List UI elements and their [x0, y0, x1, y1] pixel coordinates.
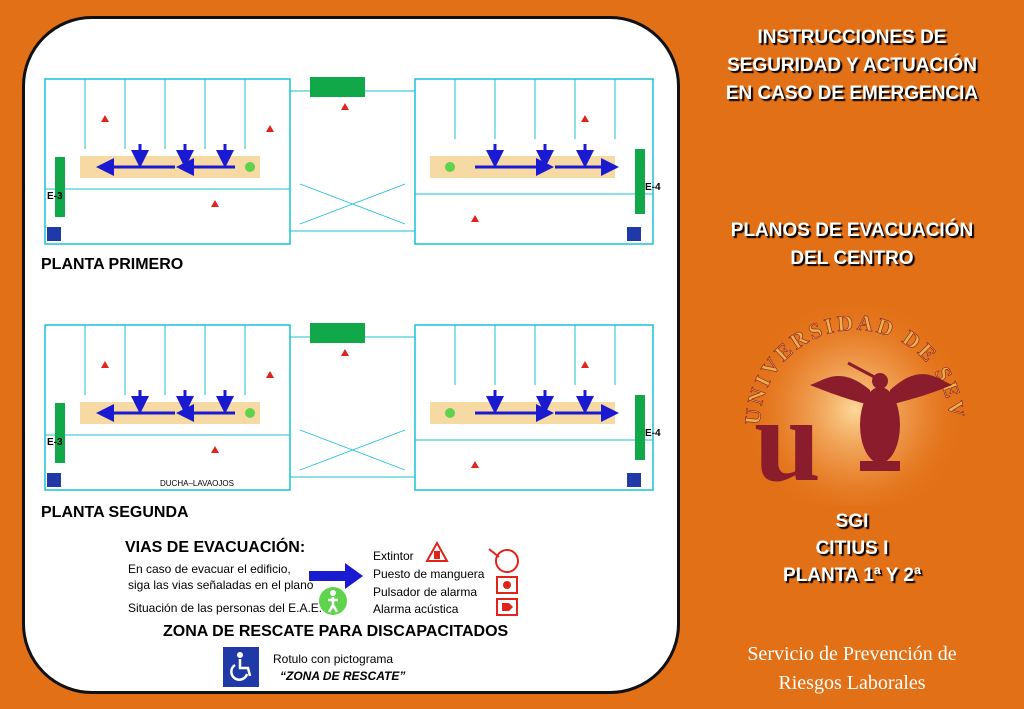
- plan-first-extinguisher-3-icon: [471, 215, 479, 222]
- plan-second-extinguisher-0-icon: [101, 361, 109, 368]
- plan-first-label-e3: E-3: [47, 191, 63, 202]
- plan-first-hall-cross-2: [299, 183, 406, 225]
- plan-shower-label: DUCHA–LAVAOJOS: [160, 479, 234, 488]
- plan-first-stairs-right: [635, 149, 645, 214]
- extinguisher-icon: [425, 540, 449, 562]
- plan-second-extinguisher-2-icon: [341, 349, 349, 356]
- plan-second-person-left-icon: [245, 408, 255, 418]
- main-title-line-1: INSTRUCCIONES DE: [757, 27, 947, 48]
- legend-extintor: Extintor: [373, 549, 414, 563]
- legend-title: VIAS DE EVACUACIÓN:: [125, 539, 306, 556]
- plan-first-extinguisher-0-icon: [101, 115, 109, 122]
- acoustic-alarm-icon: [496, 598, 518, 616]
- service-name: Servicio de Prevención de Riesgos Labora…: [690, 640, 1014, 698]
- plan-first-extinguisher-5-icon: [266, 125, 274, 132]
- plan-second-label-e3: E-3: [47, 437, 63, 448]
- plan-first-person-right-icon: [445, 162, 455, 172]
- alarm-button-icon: [496, 576, 518, 594]
- plan-second-stairs-right: [635, 395, 645, 460]
- plan-second-label-e4: E-4: [645, 428, 661, 439]
- plan-first-stairs-center: [310, 77, 365, 97]
- rotulo-line-1: Rotulo con pictograma: [273, 652, 394, 666]
- plan-first-rescue-right-icon: [627, 227, 641, 241]
- plan-second-rescue-right-icon: [627, 473, 641, 487]
- university-logo: UNIVERSIDAD DE SEVILLA u: [730, 285, 970, 505]
- info-column: INSTRUCCIONES DE SEGURIDAD Y ACTUACIÓN E…: [690, 0, 1024, 709]
- plan-second-extinguisher-5-icon: [266, 371, 274, 378]
- plan-second-person-right-icon: [445, 408, 455, 418]
- floor-label-first: PLANTA PRIMERO: [41, 256, 184, 273]
- accessibility-icon: [223, 647, 259, 687]
- plan-first-extinguisher-1-icon: [211, 200, 219, 207]
- building-info: SGI CITIUS I PLANTA 1ª Y 2ª: [690, 508, 1014, 589]
- rotulo-line-2: “ZONA DE RESCATE”: [280, 669, 406, 683]
- plan-second-extinguisher-1-icon: [211, 446, 219, 453]
- legend-instruction-1: En caso de evacuar el edificio,: [128, 562, 291, 576]
- building-floors: PLANTA 1ª Y 2ª: [783, 565, 921, 586]
- plans-subtitle: PLANOS DE EVACUACIÓN DEL CENTRO: [690, 217, 1014, 273]
- building-name: CITIUS I: [815, 538, 889, 559]
- fire-equipment-icons: [488, 548, 519, 616]
- legend-instruction-2: siga las vias señaladas en el plano: [128, 578, 314, 592]
- plan-first-stairs-left: [55, 157, 65, 217]
- rescue-zone-title: ZONA DE RESCATE PARA DISCAPACITADOS: [163, 623, 509, 640]
- plan-first-person-left-icon: [245, 162, 255, 172]
- logo-letter: u: [754, 373, 821, 505]
- service-line-1: Servicio de Prevención de: [747, 643, 957, 665]
- plan-second-extinguisher-4-icon: [581, 361, 589, 368]
- main-title: INSTRUCCIONES DE SEGURIDAD Y ACTUACIÓN E…: [690, 24, 1014, 108]
- legend-manguera: Puesto de manguera: [373, 567, 485, 581]
- service-line-2: Riesgos Laborales: [778, 672, 926, 694]
- plan-second-hall: [289, 336, 416, 478]
- plan-second-rescue-left-icon: [47, 473, 61, 487]
- floor-label-second: PLANTA SEGUNDA: [41, 504, 189, 521]
- person-location-icon: [319, 587, 347, 615]
- evacuation-arrow-icon: [309, 563, 363, 589]
- legend-pulsador: Pulsador de alarma: [373, 585, 478, 599]
- plan-second-stairs-center: [310, 323, 365, 343]
- legend-person-location: Situación de las personas del E.A.E.: [128, 601, 323, 615]
- hose-icon: [488, 548, 519, 573]
- plan-first-label-e4: E-4: [645, 182, 661, 193]
- plan-first-extinguisher-2-icon: [341, 103, 349, 110]
- plan-second-extinguisher-3-icon: [471, 461, 479, 468]
- plan-second-stairs-left: [55, 403, 65, 463]
- plan-first-rescue-left-icon: [47, 227, 61, 241]
- building-sgi: SGI: [835, 511, 869, 532]
- plan-first-hall: [289, 90, 416, 232]
- plans-subtitle-line-1: PLANOS DE EVACUACIÓN: [730, 220, 974, 241]
- angel-figure-icon: [810, 361, 952, 471]
- plan-first-extinguisher-4-icon: [581, 115, 589, 122]
- legend-alarma: Alarma acústica: [373, 602, 459, 616]
- plans-subtitle-line-2: DEL CENTRO: [790, 248, 914, 269]
- plan-second-hall-cross-2: [299, 429, 406, 471]
- main-title-line-3: EN CASO DE EMERGENCIA: [725, 83, 979, 104]
- main-title-line-2: SEGURIDAD Y ACTUACIÓN: [727, 55, 977, 76]
